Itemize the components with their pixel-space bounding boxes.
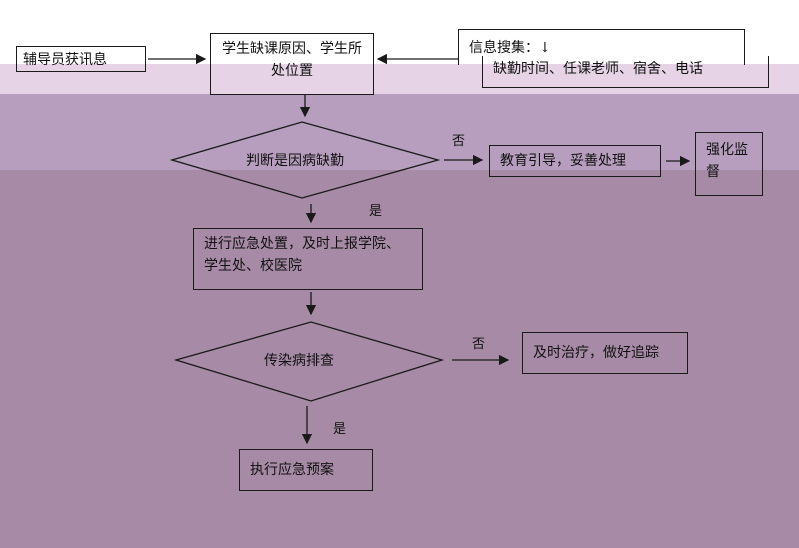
node-info-detail-text: 缺勤时间、任课老师、宿舍、电话 xyxy=(493,61,703,77)
background-band-mid xyxy=(0,94,799,170)
node-emergency: 进行应急处置，及时上报学院、学生处、校医院 xyxy=(193,228,423,290)
node-plan-text: 执行应急预案 xyxy=(250,462,334,478)
label-no-1: 否 xyxy=(452,134,466,149)
node-educate: 教育引导，妥善处理 xyxy=(489,145,661,177)
node-strengthen-text: 强化监督 xyxy=(706,142,748,180)
background-band-top xyxy=(0,0,799,64)
node-info-text: 信息搜集：↓ xyxy=(469,40,551,56)
label-yes-1: 是 xyxy=(369,204,383,219)
label-no-2: 否 xyxy=(472,337,486,352)
background-band-dark xyxy=(0,170,799,548)
node-counselor-text: 辅导员获讯息 xyxy=(23,52,107,68)
node-counselor: 辅导员获讯息 xyxy=(16,46,146,72)
node-plan: 执行应急预案 xyxy=(239,449,373,491)
node-treat-text: 及时治疗，做好追踪 xyxy=(533,345,659,361)
decision-diamond-sick xyxy=(169,121,441,199)
node-info-detail: 缺勤时间、任课老师、宿舍、电话 xyxy=(482,56,769,88)
decision-sick-text: 判断是因病缺勤 xyxy=(246,153,344,169)
node-educate-text: 教育引导，妥善处理 xyxy=(500,153,626,169)
node-treat: 及时治疗，做好追踪 xyxy=(522,332,688,374)
label-yes-2: 是 xyxy=(333,422,347,437)
node-reason-text: 学生缺课原因、学生所处位置 xyxy=(222,41,362,79)
background-band-light xyxy=(0,64,799,94)
node-emergency-text: 进行应急处置，及时上报学院、学生处、校医院 xyxy=(204,236,400,274)
decision-infectious-text: 传染病排查 xyxy=(264,353,334,369)
node-info: 信息搜集：↓ xyxy=(458,29,745,65)
node-strengthen: 强化监督 xyxy=(695,132,763,196)
node-reason: 学生缺课原因、学生所处位置 xyxy=(210,33,374,95)
decision-diamond-infectious xyxy=(173,321,445,402)
